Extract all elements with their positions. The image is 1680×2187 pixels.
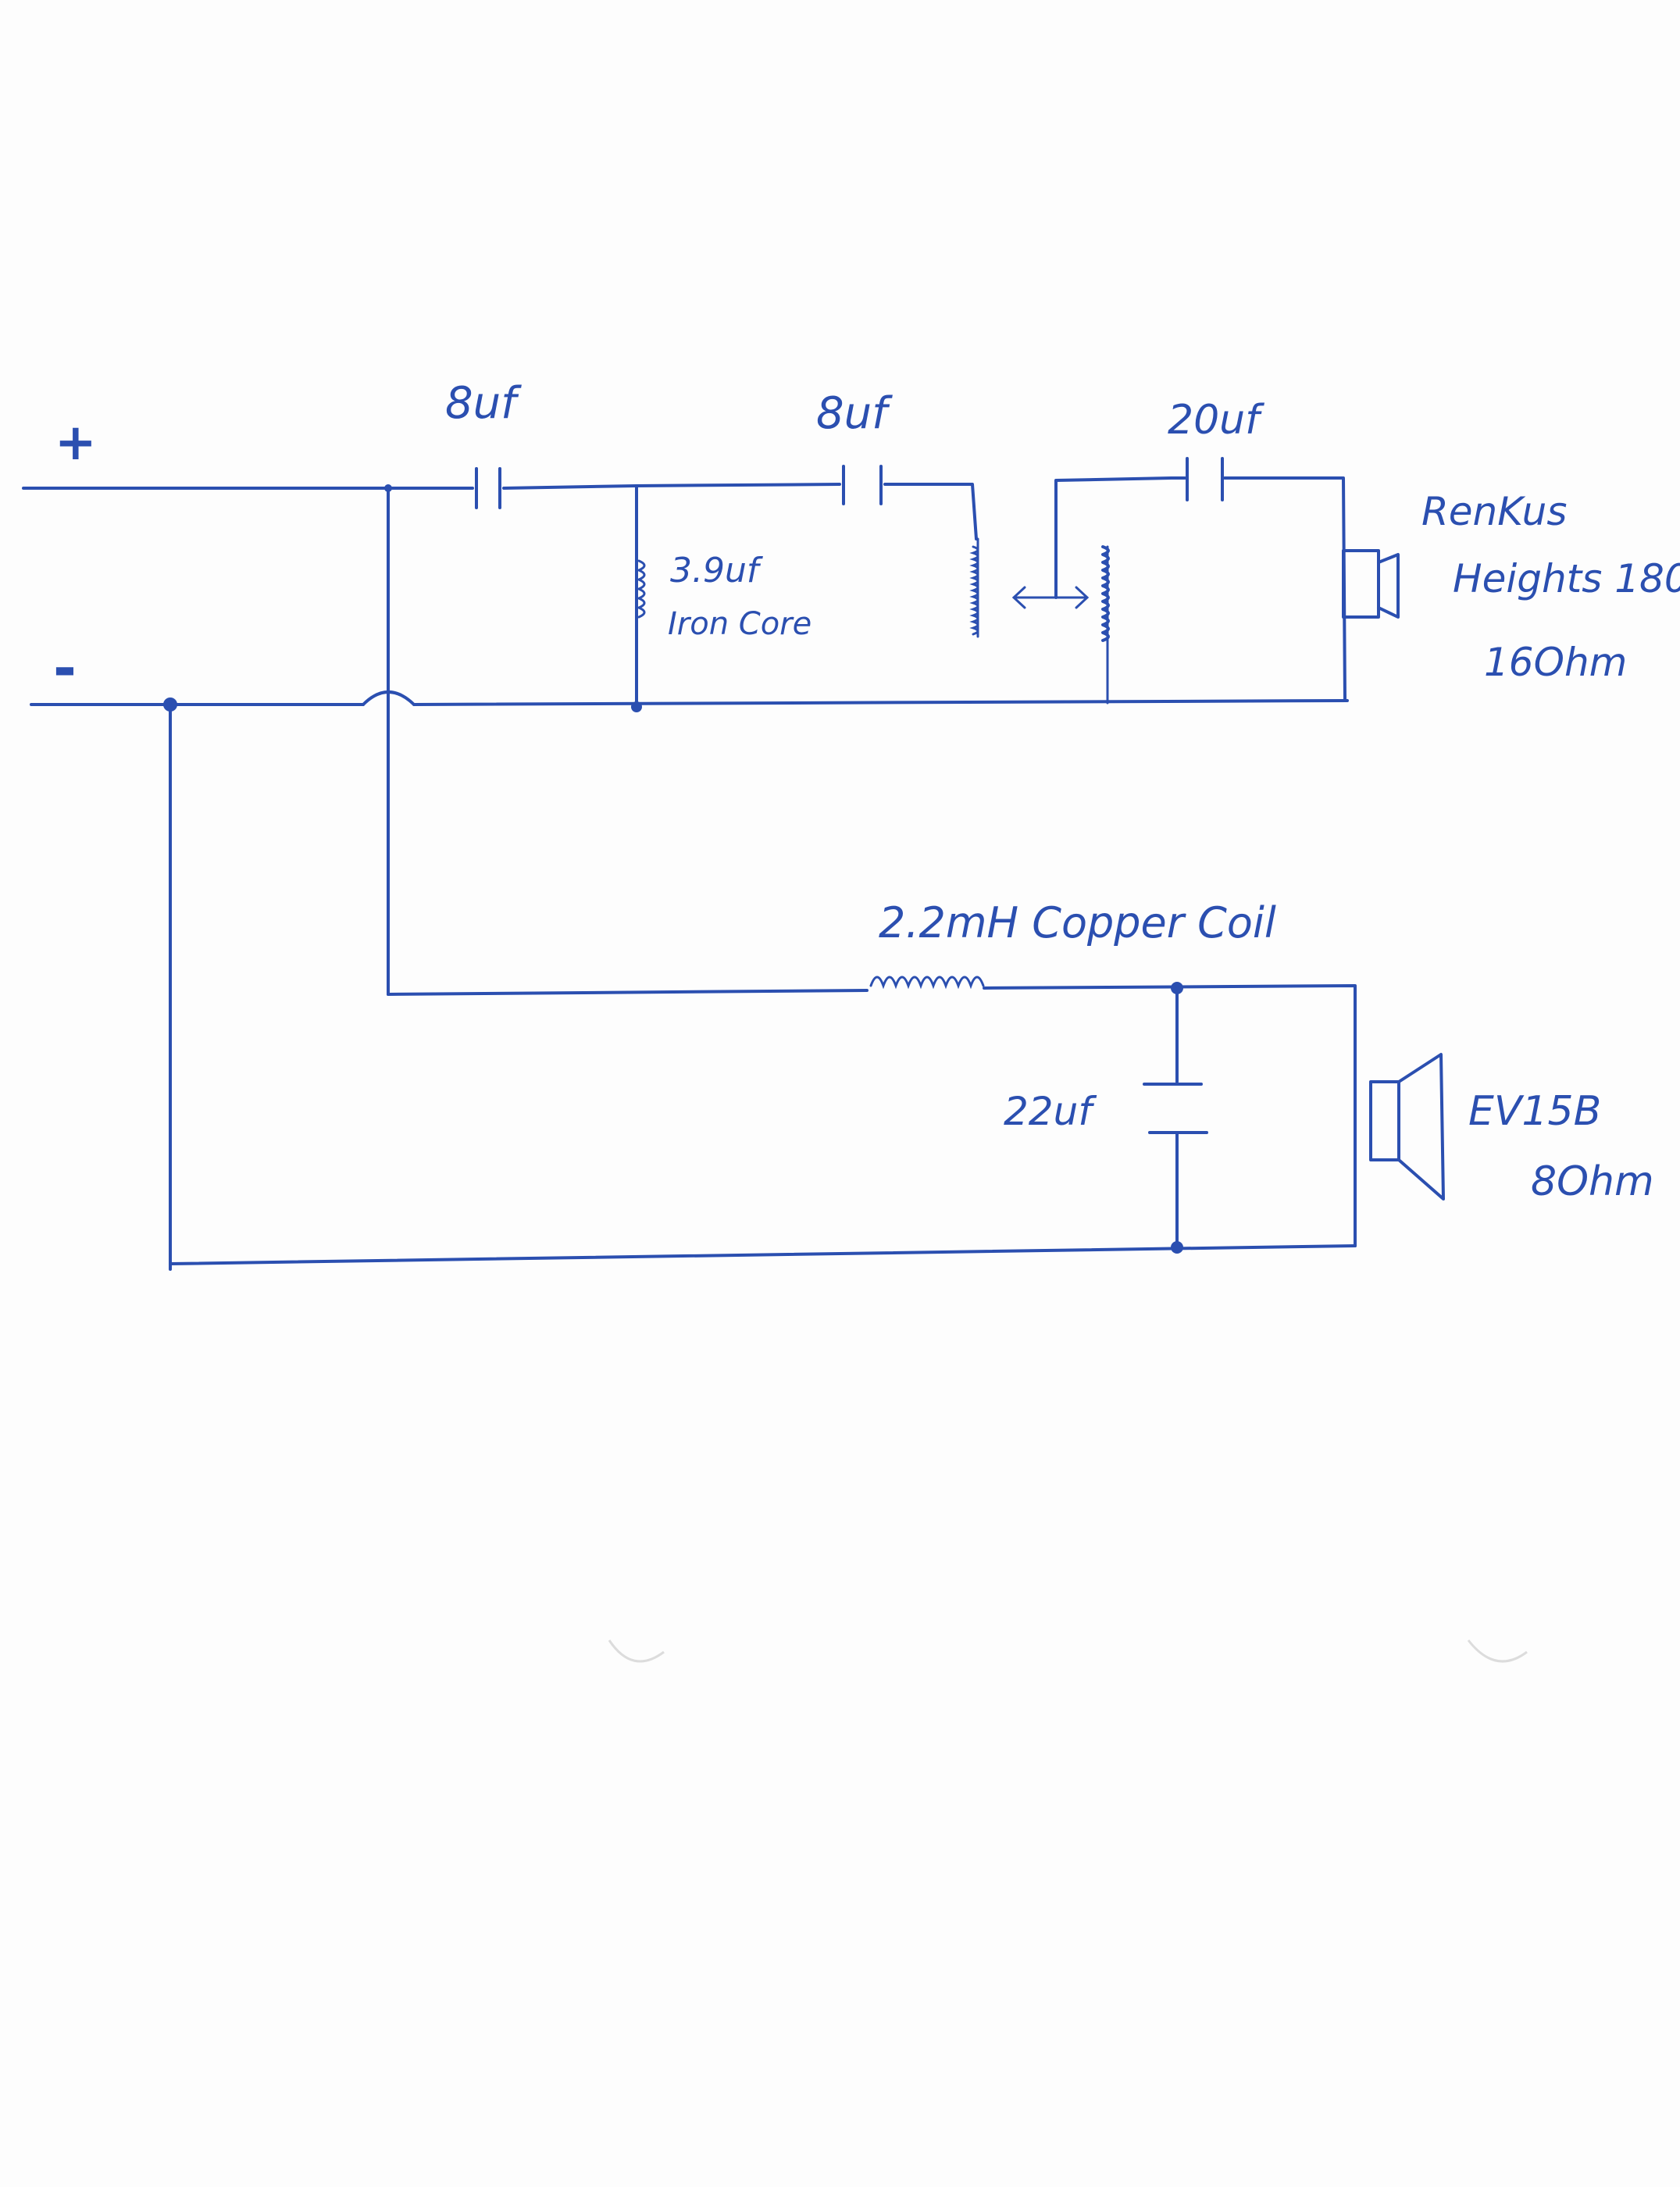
c2-label: 8uf [816, 388, 893, 439]
capacitor-c3 [1186, 457, 1224, 501]
wire-c2-out [883, 483, 978, 541]
wire-c3-out [1223, 476, 1346, 701]
punch-hole-mark [608, 1639, 665, 1663]
copper-coil-label: 2.2mH Copper Coil [879, 898, 1276, 947]
capacitor-c2 [842, 465, 883, 505]
capacitor-c1 [475, 467, 501, 509]
inductor-value-label: 3.9uf [670, 551, 764, 590]
copper-coil-inductor [869, 976, 985, 990]
woofer-cap-label: 22uf [1004, 1089, 1097, 1134]
junction-dot [384, 484, 392, 492]
speaker-icon [1342, 549, 1400, 619]
speaker-icon [1369, 1053, 1445, 1201]
inductor-iron-core [636, 559, 646, 619]
negative-rail-wire-right [412, 699, 1349, 706]
woofer-output-wire [983, 984, 1357, 1247]
inductor-core-label: Iron Core [668, 606, 811, 642]
tweeter-model-label: Heights 1806 [1453, 556, 1680, 601]
woofer-top-wire [387, 989, 869, 996]
tweeter-name-label: RenKus [1421, 489, 1567, 534]
wire-c1-c2 [502, 484, 638, 490]
capacitor-22uf [1143, 1083, 1208, 1134]
punch-hole-mark [1467, 1639, 1528, 1663]
plus-terminal-label: + [55, 414, 97, 472]
c3-label: 20uf [1168, 397, 1264, 444]
wire-to-c2 [635, 483, 841, 487]
woofer-model-label: EV15B [1468, 1088, 1601, 1135]
junction-dot [631, 701, 642, 712]
tweeter-impedance-label: 16Ohm [1484, 640, 1627, 685]
woofer-impedance-label: 8Ohm [1531, 1158, 1654, 1205]
c1-label: 8uf [445, 378, 522, 429]
bottom-return-wire [169, 1244, 1357, 1265]
minus-terminal-label: - [53, 635, 77, 701]
attenuator [969, 476, 1173, 705]
